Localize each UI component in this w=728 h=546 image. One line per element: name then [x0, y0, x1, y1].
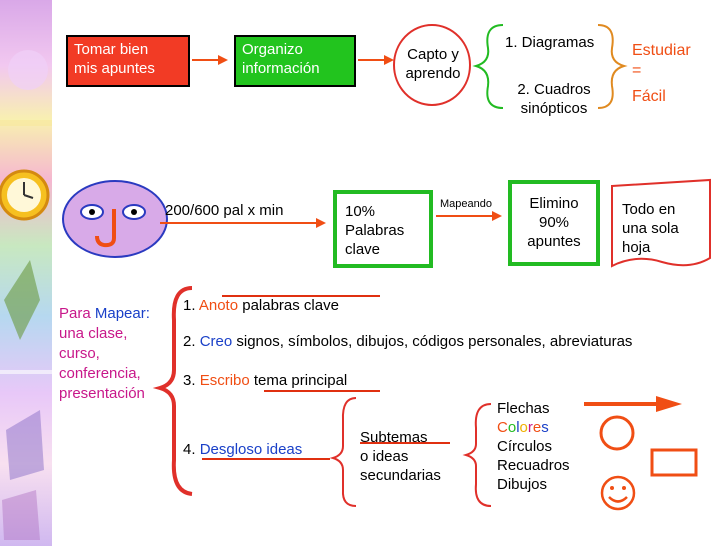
elimino-line1: Elimino [529, 195, 579, 212]
step-1-num: 1. [183, 297, 196, 314]
speed-label: 200/600 pal x min [165, 202, 284, 219]
tool-recuadros: Recuadros [497, 457, 570, 474]
intro-line1: Para Mapear: [59, 304, 150, 324]
result-line1: Estudiar [632, 42, 691, 59]
tool-colores: Colores [497, 418, 570, 437]
brace-options-green [472, 24, 504, 109]
option-cuadros: 2. Cuadros sinópticos [506, 80, 602, 118]
intro-line5: presentación [59, 385, 145, 402]
elimino-line2: 90% [538, 214, 570, 231]
step-3-rest: tema principal [253, 372, 348, 389]
step-4-num: 4. [183, 441, 196, 458]
box-elimino: Elimino 90% apuntes [508, 180, 600, 266]
colores-letter: o [507, 419, 517, 436]
page-line2: una sola [622, 220, 679, 237]
step-2-rest: signos, símbolos, dibujos, códigos perso… [232, 333, 633, 350]
tools-list: Flechas Colores Círculos Recuadros Dibuj… [497, 399, 570, 494]
colores-letter: e [532, 419, 542, 436]
keywords-line3: clave [345, 241, 381, 258]
page-text: Todo en una sola hoja [622, 200, 679, 257]
box-organizo-line2: información [242, 60, 320, 77]
colores-letter: o [519, 419, 528, 436]
box-organizo: Organizo información [234, 35, 356, 87]
page-shape [611, 178, 711, 268]
box-tomar-line1: Tomar bien [74, 41, 149, 58]
box-tomar-apuntes: Tomar bien mis apuntes [66, 35, 190, 87]
tool-box-icon [650, 448, 698, 477]
colores-letter: r [527, 419, 533, 436]
subtopics: Subtemas o ideas secundarias [360, 428, 441, 485]
step-4: 4. Desgloso ideas [183, 440, 302, 459]
page-line1: Todo en [622, 201, 676, 218]
step-1-rest: palabras clave [238, 297, 339, 314]
step-2-num: 2. [183, 333, 196, 350]
subtopics-line3: secundarias [360, 467, 441, 484]
option-cuadros-line1: 2. Cuadros [517, 81, 591, 98]
box-tomar-line2: mis apuntes [74, 60, 155, 77]
tool-circle-icon [599, 415, 635, 451]
tool-flechas: Flechas [497, 400, 550, 417]
option-diagramas: 1. Diagramas [505, 34, 595, 51]
box-palabras-clave: 10% Palabras clave [333, 190, 433, 268]
subtopics-line2: o ideas [360, 448, 409, 465]
colores-letter: l [516, 419, 520, 436]
result-estudiar-facil: Estudiar = Fácil [632, 41, 691, 107]
oval-line2: aprendo [405, 65, 461, 82]
mapping-intro: Para Mapear: una clase, curso, conferenc… [59, 304, 150, 404]
intro-para: Para [59, 305, 91, 322]
oval-text: Capto y aprendo [405, 45, 461, 83]
elimino-line3: apuntes [527, 233, 581, 250]
oval-capto [393, 24, 471, 106]
subtopics-line1: Subtemas [360, 429, 428, 446]
oval-line1: Capto y [407, 46, 459, 63]
step-1: 1. Anoto palabras clave [183, 296, 339, 315]
mapeando-label: Mapeando [440, 198, 492, 210]
result-line2: = [632, 62, 642, 79]
keywords-line2: Palabras [345, 222, 405, 239]
tool-circulos: Círculos [497, 438, 553, 455]
tool-smiley-icon [600, 475, 636, 511]
result-line3: Fácil [632, 88, 666, 105]
box-organizo-line1: Organizo [242, 41, 303, 58]
colores-letter: C [497, 419, 508, 436]
brace-subtemas [329, 397, 357, 507]
step-3-verb: Escribo [199, 372, 250, 389]
colores-letter: s [541, 419, 549, 436]
brace-steps [152, 286, 193, 496]
intro-mapear: Mapear: [94, 305, 150, 322]
brace-options-orange [597, 24, 628, 109]
step-3: 3. Escribo tema principal [183, 371, 347, 390]
option-cuadros-line2: sinópticos [520, 100, 588, 117]
intro-line4: conferencia, [59, 365, 141, 382]
brace-tools [462, 403, 492, 507]
decorative-sidebar [0, 0, 52, 546]
step-3-num: 3. [183, 372, 196, 389]
sidebar-decoration [0, 50, 52, 540]
intro-line2: una clase, [59, 325, 128, 342]
step-2-verb: Creo [199, 333, 233, 350]
intro-line3: curso, [59, 345, 100, 362]
keywords-line1: 10% [345, 203, 376, 220]
step-2: 2. Creo signos, símbolos, dibujos, códig… [183, 332, 632, 351]
tool-dibujos: Dibujos [497, 476, 548, 493]
page-line3: hoja [622, 239, 651, 256]
step-4-verb: Desgloso ideas [199, 441, 303, 458]
step-1-verb: Anoto [198, 297, 239, 314]
